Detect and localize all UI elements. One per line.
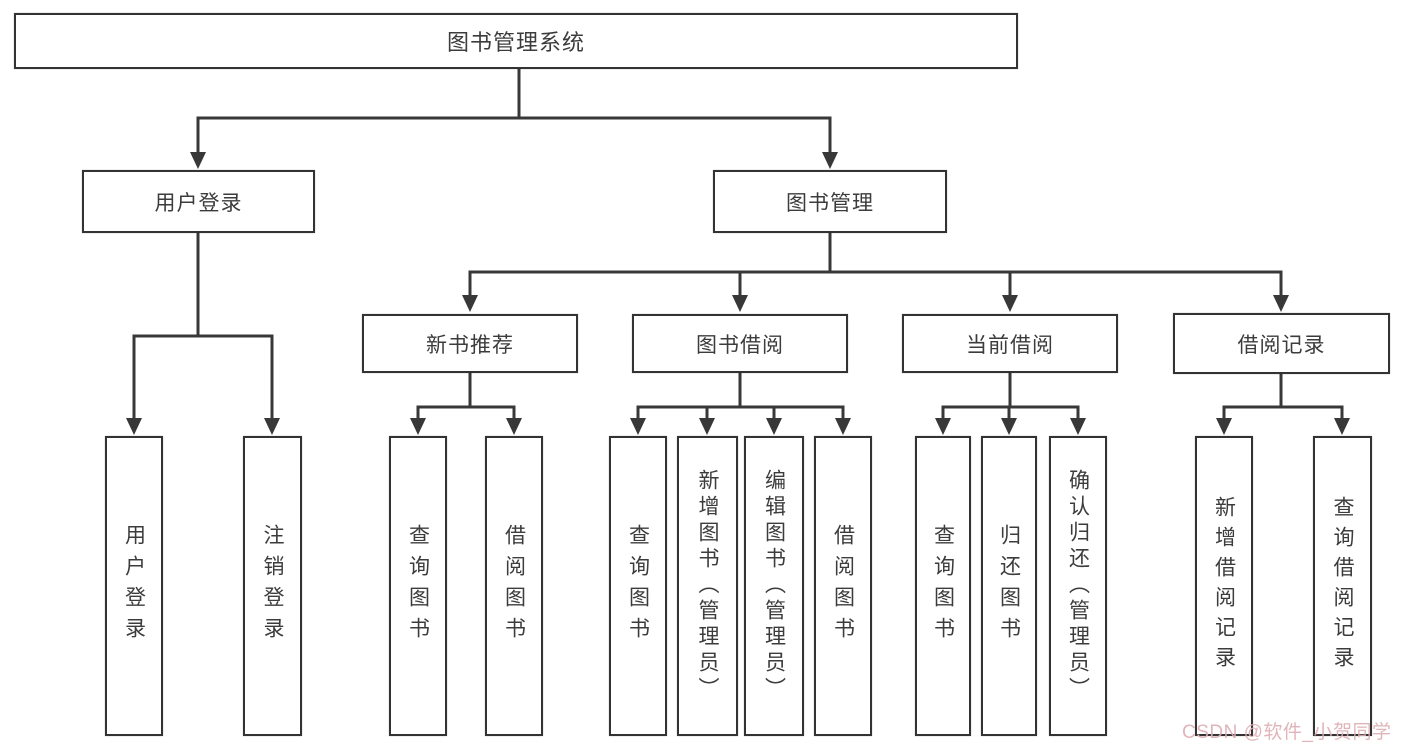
node-new-book-recommend: 新书推荐 xyxy=(362,314,578,373)
node-label: 图书管理系统 xyxy=(446,30,585,55)
node-label: 新增借阅记录 xyxy=(1212,496,1236,676)
node-book-management: 图书管理 xyxy=(713,170,947,233)
node-leaf-logout: 注销登录 xyxy=(243,436,302,736)
node-leaf-br-add-record: 新增借阅记录 xyxy=(1195,436,1253,736)
connector-line xyxy=(1222,372,1283,423)
node-label: 新书推荐 xyxy=(426,333,514,357)
node-leaf-bb-add-books-admin: 新增图书（管理员） xyxy=(677,436,738,736)
arrowhead-icon xyxy=(766,418,782,435)
arrowhead-icon xyxy=(506,418,522,435)
arrowhead-icon xyxy=(1002,295,1018,312)
connector-line xyxy=(517,116,832,157)
node-leaf-cb-confirm-return-admin: 确认归还（管理员） xyxy=(1049,436,1107,736)
node-leaf-bb-borrow-books: 借阅图书 xyxy=(814,436,872,736)
connector-line xyxy=(468,231,832,300)
arrowhead-icon xyxy=(264,418,280,435)
node-leaf-cb-return-books: 归还图书 xyxy=(981,436,1037,736)
arrowhead-icon xyxy=(1273,295,1289,312)
node-borrowing-records: 借阅记录 xyxy=(1173,313,1390,374)
node-label: 借阅图书 xyxy=(831,524,855,648)
arrowhead-icon xyxy=(732,295,748,312)
node-label: 查询借阅记录 xyxy=(1331,496,1354,676)
node-label: 借阅记录 xyxy=(1237,333,1326,357)
connector-line xyxy=(828,270,1283,300)
connector-line xyxy=(1279,405,1344,423)
arrowhead-icon xyxy=(126,418,142,435)
node-label: 查询图书 xyxy=(931,524,955,648)
arrowhead-icon xyxy=(190,152,206,169)
node-leaf-bb-query-books: 查询图书 xyxy=(609,436,667,736)
arrowhead-icon xyxy=(699,418,715,435)
connector-line xyxy=(468,405,516,423)
node-user-login: 用户登录 xyxy=(82,170,315,233)
arrowhead-icon xyxy=(410,418,426,435)
node-label: 查询图书 xyxy=(626,524,650,648)
arrowhead-icon xyxy=(822,152,838,169)
connector-line xyxy=(196,334,274,423)
arrowhead-icon xyxy=(1070,418,1086,435)
node-leaf-bb-edit-books-admin: 编辑图书（管理员） xyxy=(744,436,804,736)
arrowhead-icon xyxy=(1216,418,1232,435)
connector-line xyxy=(416,371,472,423)
node-root: 图书管理系统 xyxy=(14,13,1018,69)
connector-line xyxy=(196,67,521,157)
arrowhead-icon xyxy=(935,418,951,435)
watermark: CSDN @软件_小贺同学 xyxy=(1182,722,1392,743)
node-leaf-user-login: 用户登录 xyxy=(105,436,163,736)
node-label: 查询图书 xyxy=(406,524,430,648)
connector-line xyxy=(1008,405,1080,423)
node-label: 图书管理 xyxy=(786,191,874,215)
node-label: 归还图书 xyxy=(997,524,1021,648)
node-leaf-nb-borrow-books: 借阅图书 xyxy=(485,436,543,736)
node-label: 新增图书（管理员） xyxy=(696,469,719,703)
node-leaf-br-query-record: 查询借阅记录 xyxy=(1313,436,1372,736)
arrowhead-icon xyxy=(1001,418,1017,435)
node-label: 用户登录 xyxy=(122,524,146,648)
connector-line xyxy=(132,231,200,423)
arrowhead-icon xyxy=(835,418,851,435)
node-label: 图书借阅 xyxy=(696,333,784,357)
node-book-borrowing: 图书借阅 xyxy=(632,314,848,373)
arrowhead-icon xyxy=(462,295,478,312)
node-current-borrowing: 当前借阅 xyxy=(902,314,1118,373)
node-label: 编辑图书（管理员） xyxy=(762,469,786,703)
arrowhead-icon xyxy=(1334,418,1350,435)
connector-line xyxy=(738,405,845,423)
node-leaf-nb-query-books: 查询图书 xyxy=(389,436,447,736)
connector-line xyxy=(941,371,1012,423)
node-label: 确认归还（管理员） xyxy=(1066,469,1090,703)
arrowhead-icon xyxy=(630,418,646,435)
connector-line xyxy=(636,371,742,423)
node-label: 用户登录 xyxy=(154,191,243,215)
node-label: 借阅图书 xyxy=(502,524,526,648)
node-leaf-cb-query-books: 查询图书 xyxy=(915,436,971,736)
node-label: 当前借阅 xyxy=(966,333,1054,357)
node-label: 注销登录 xyxy=(261,524,284,648)
